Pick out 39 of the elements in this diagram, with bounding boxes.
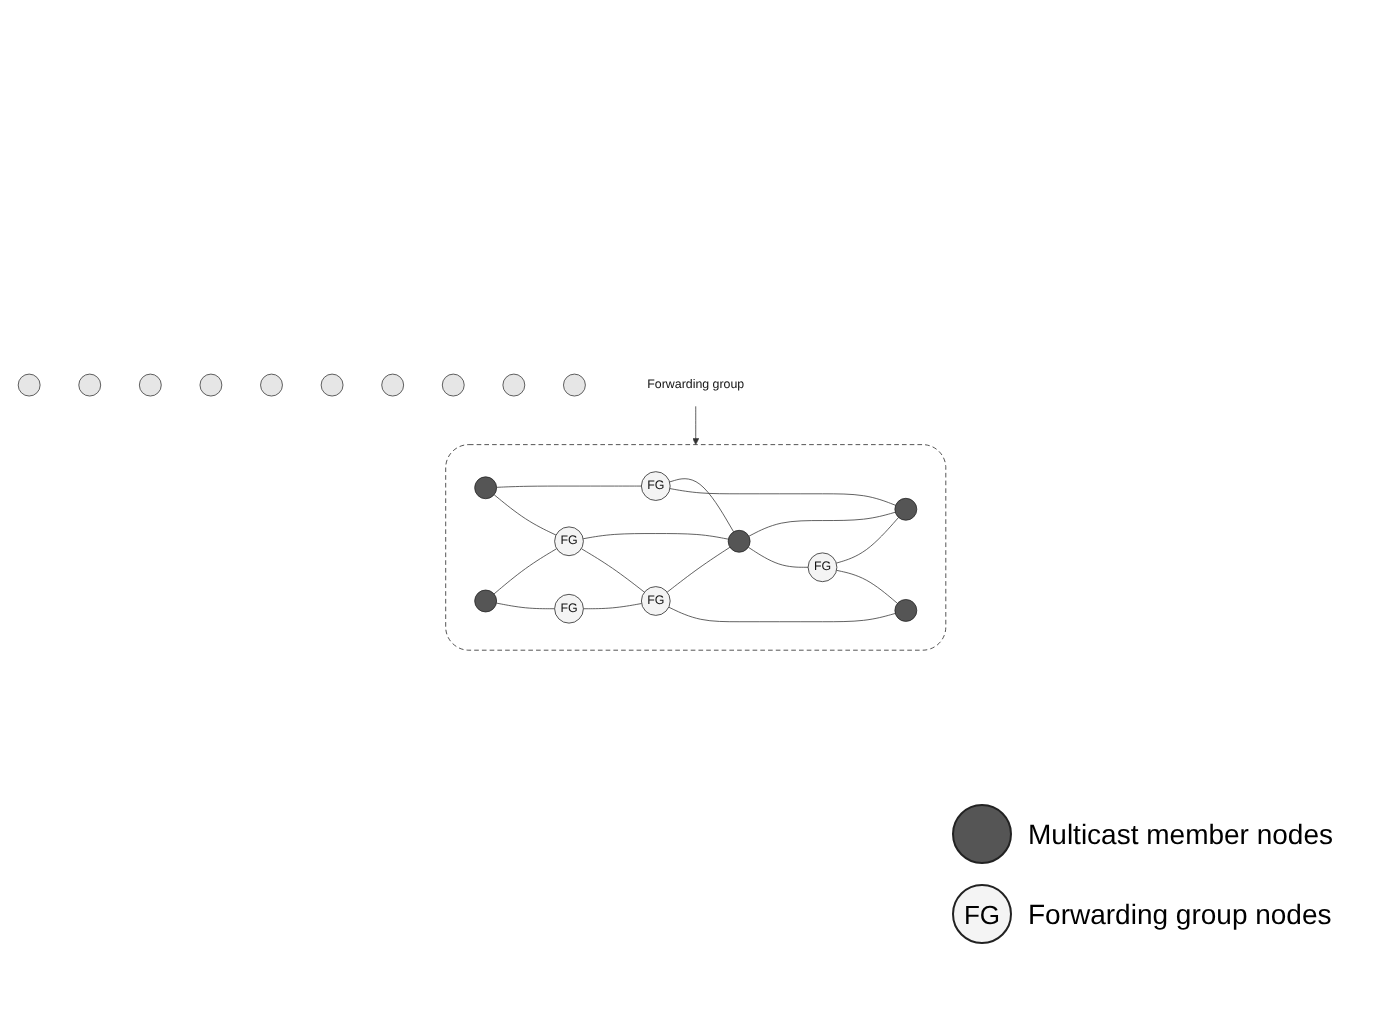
connector [666,547,731,594]
swatch-label: FG [963,899,1001,929]
node-circle [641,587,671,617]
node-circle [894,599,918,623]
connector [748,512,896,538]
node-circle [554,527,584,557]
node-circle [199,374,223,398]
legend-text: Multicast member nodes [1028,818,1334,850]
node-circle [727,530,751,554]
connector [496,603,555,610]
connector [835,517,899,565]
node-circle [139,374,162,398]
node-circle [78,374,102,398]
connector [668,607,896,623]
node-circle [563,374,586,398]
connector [582,533,729,541]
connector [747,547,809,569]
legend-text: Forwarding group nodes [1028,898,1332,930]
connector [580,549,645,594]
connector [836,570,898,605]
node-circle [641,472,671,502]
node-circle [474,590,497,614]
node-circle [554,594,584,625]
node-circle [474,477,497,500]
node-circle [894,498,918,522]
node-circle [807,553,838,583]
node-circle [441,374,465,398]
connector [669,489,896,507]
connector [493,549,558,596]
connector [583,603,642,610]
connector [493,495,557,537]
cluster [445,445,947,652]
node-circle [17,374,41,398]
node-circle [260,374,283,398]
connector [669,479,734,534]
connector [496,486,642,489]
node-circle [502,374,526,398]
node-circle [320,374,344,398]
node-circle [381,374,404,398]
